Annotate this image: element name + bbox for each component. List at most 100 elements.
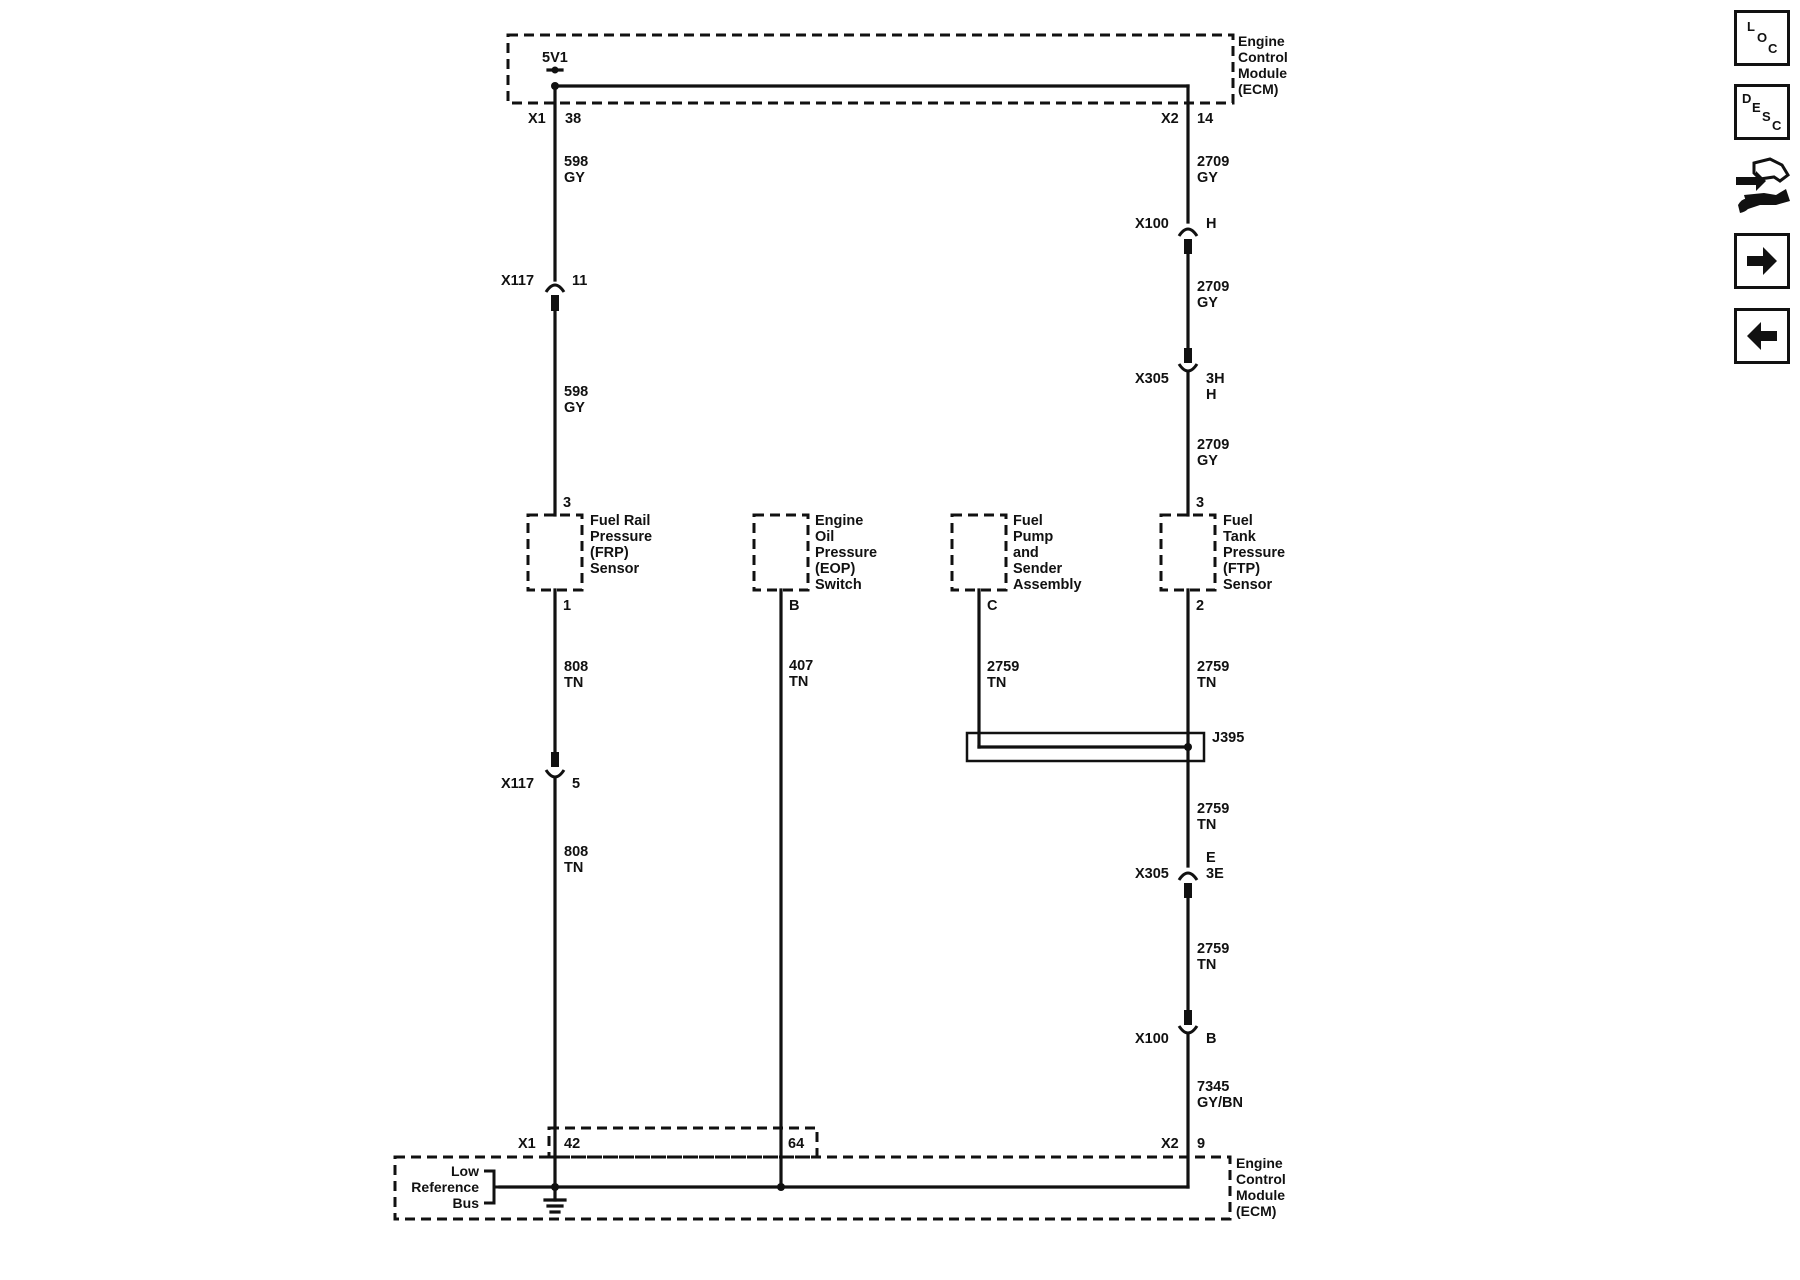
x305-pinE-connector-icon — [1177, 871, 1199, 881]
ftp-sensor-top-pin: 3 — [1196, 495, 1204, 511]
x100-pinH-connector-name: X100 — [1135, 216, 1169, 232]
fuel-pump-label-4: Sender — [1013, 561, 1063, 577]
x100-pinB-connector-name: X100 — [1135, 1031, 1169, 1047]
ftp-sensor-label-4: (FTP) — [1223, 561, 1260, 577]
ecm-bottom-title-line-2: Control — [1236, 1171, 1286, 1187]
x100-pinH-terminal — [1184, 239, 1192, 254]
frp-wire1-color: GY — [564, 170, 585, 186]
previous-page-button[interactable] — [1734, 308, 1790, 364]
x117-pin11-terminal — [551, 295, 559, 311]
location-icon: L O C — [1747, 19, 1778, 56]
x117-pin11-connector-name: X117 — [501, 273, 534, 289]
fuel-pump-pin: C — [987, 598, 998, 614]
fuel-pump-outline — [950, 513, 1008, 592]
ftp-wire7-color: GY/BN — [1197, 1095, 1243, 1111]
x305-pinE-pin-b: 3E — [1206, 866, 1224, 882]
eop-wire-color: TN — [789, 674, 808, 690]
ftp-wire4-color: TN — [1197, 675, 1216, 691]
ftp-wire6-number: 2759 — [1197, 941, 1229, 957]
fuel-pump-label-2: Pump — [1013, 529, 1053, 545]
ecm-top-title-line-2: Control — [1238, 49, 1288, 65]
ecm-bottom-pin-mid: 64 — [788, 1136, 804, 1152]
frp-sensor-label-1: Fuel Rail — [590, 513, 650, 529]
ecm-top-pin-right: 14 — [1197, 111, 1213, 127]
connector-view-button[interactable] — [1730, 155, 1794, 219]
frp-sensor-label-2: Pressure — [590, 529, 652, 545]
svg-text:C: C — [1768, 41, 1778, 56]
ecm-bottom-title-line-3: Module — [1236, 1187, 1285, 1203]
eop-switch-label-5: Switch — [815, 577, 862, 593]
ecm-bottom-connector-left: X1 — [518, 1136, 536, 1152]
x117-pin11-pin: 11 — [572, 273, 587, 289]
ecm-bottom-pin-right: 9 — [1197, 1136, 1205, 1152]
frp-sensor-label-4: Sensor — [590, 561, 640, 577]
x100-pinH-connector-icon — [1177, 227, 1199, 237]
x117-pin5-connector-icon — [544, 769, 566, 779]
x117-pin5-connector-name: X117 — [501, 776, 534, 792]
frp-wire2-number: 598 — [564, 384, 588, 400]
x100-pinH-pin: H — [1206, 216, 1216, 232]
ecm-bottom-module-outline — [393, 1155, 1232, 1221]
eop-switch-outline — [752, 513, 810, 592]
j395-splice-label: J395 — [1212, 730, 1244, 746]
frp-sensor-outline — [526, 513, 584, 592]
x100-pinB-pin: B — [1206, 1031, 1216, 1047]
ecm-top-5v-reference-label: 5V1 — [542, 50, 568, 66]
fuel-pump-wire-number: 2759 — [987, 659, 1019, 675]
ecm-top-connector-right: X2 — [1161, 111, 1179, 127]
ecm-bottom-pin-left: 42 — [564, 1136, 580, 1152]
ftp-wire1-number: 2709 — [1197, 154, 1229, 170]
x100-pinB-connector-icon — [1177, 1025, 1199, 1035]
ground-icon — [543, 1185, 567, 1214]
frp-wire2-color: GY — [564, 400, 585, 416]
ftp-sensor-label-3: Pressure — [1223, 545, 1285, 561]
x305-pinE-connector-name: X305 — [1135, 866, 1169, 882]
j395-splice-pack — [965, 731, 1206, 763]
x117-pin5-pin: 5 — [572, 776, 580, 792]
frp-sensor-top-pin: 3 — [563, 495, 571, 511]
arrow-left-icon — [1747, 322, 1777, 350]
next-page-button[interactable] — [1734, 233, 1790, 289]
ftp-wire2-number: 2709 — [1197, 279, 1229, 295]
frp-wire3-color: TN — [564, 675, 583, 691]
ecm-top-pin-left: 38 — [565, 111, 581, 127]
ftp-wire1-color: GY — [1197, 170, 1218, 186]
x117-pin5-terminal — [551, 752, 559, 767]
low-reference-bus-line-3: Bus — [453, 1195, 480, 1211]
svg-text:O: O — [1757, 30, 1767, 45]
j395-splice-junction — [1184, 743, 1192, 751]
low-reference-bus-line-1: Low — [451, 1163, 479, 1179]
low-reference-bus-bracket — [484, 1169, 500, 1205]
eop-switch-label-4: (EOP) — [815, 561, 855, 577]
eop-wire-number: 407 — [789, 658, 813, 674]
frp-wire4-number: 808 — [564, 844, 588, 860]
location-button[interactable]: L O C — [1734, 10, 1790, 66]
x305-pinH-pin-a: 3H — [1206, 371, 1225, 387]
svg-text:E: E — [1752, 100, 1761, 115]
x305-pinE-terminal — [1184, 883, 1192, 898]
ecm-bottom-connector-right: X2 — [1161, 1136, 1179, 1152]
ecm-top-module-outline — [506, 33, 1235, 105]
x305-pinH-pin-b: H — [1206, 387, 1216, 403]
connector-tool-icon — [1736, 157, 1790, 213]
ecm-top-title-line-3: Module — [1238, 65, 1287, 81]
frp-wire1-number: 598 — [564, 154, 588, 170]
ftp-wire2-color: GY — [1197, 295, 1218, 311]
fuel-pump-label-3: and — [1013, 545, 1039, 561]
x305-pinE-pin-a: E — [1206, 850, 1216, 866]
eop-switch-pin: B — [789, 598, 799, 614]
arrow-right-icon — [1747, 247, 1777, 275]
ftp-wire3-color: GY — [1197, 453, 1218, 469]
svg-text:S: S — [1762, 109, 1771, 124]
frp-sensor-label-3: (FRP) — [590, 545, 629, 561]
x305-pinH-connector-name: X305 — [1135, 371, 1169, 387]
ftp-sensor-bottom-pin: 2 — [1196, 598, 1204, 614]
fuel-pump-wire-color: TN — [987, 675, 1006, 691]
ftp-sensor-label-1: Fuel — [1223, 513, 1253, 529]
low-reference-bus-line-2: Reference — [411, 1179, 479, 1195]
description-button[interactable]: D E S C — [1734, 84, 1790, 140]
ecm-bottom-connector-outline — [547, 1126, 819, 1159]
ftp-sensor-outline — [1159, 513, 1217, 592]
ftp-wire5-number: 2759 — [1197, 801, 1229, 817]
